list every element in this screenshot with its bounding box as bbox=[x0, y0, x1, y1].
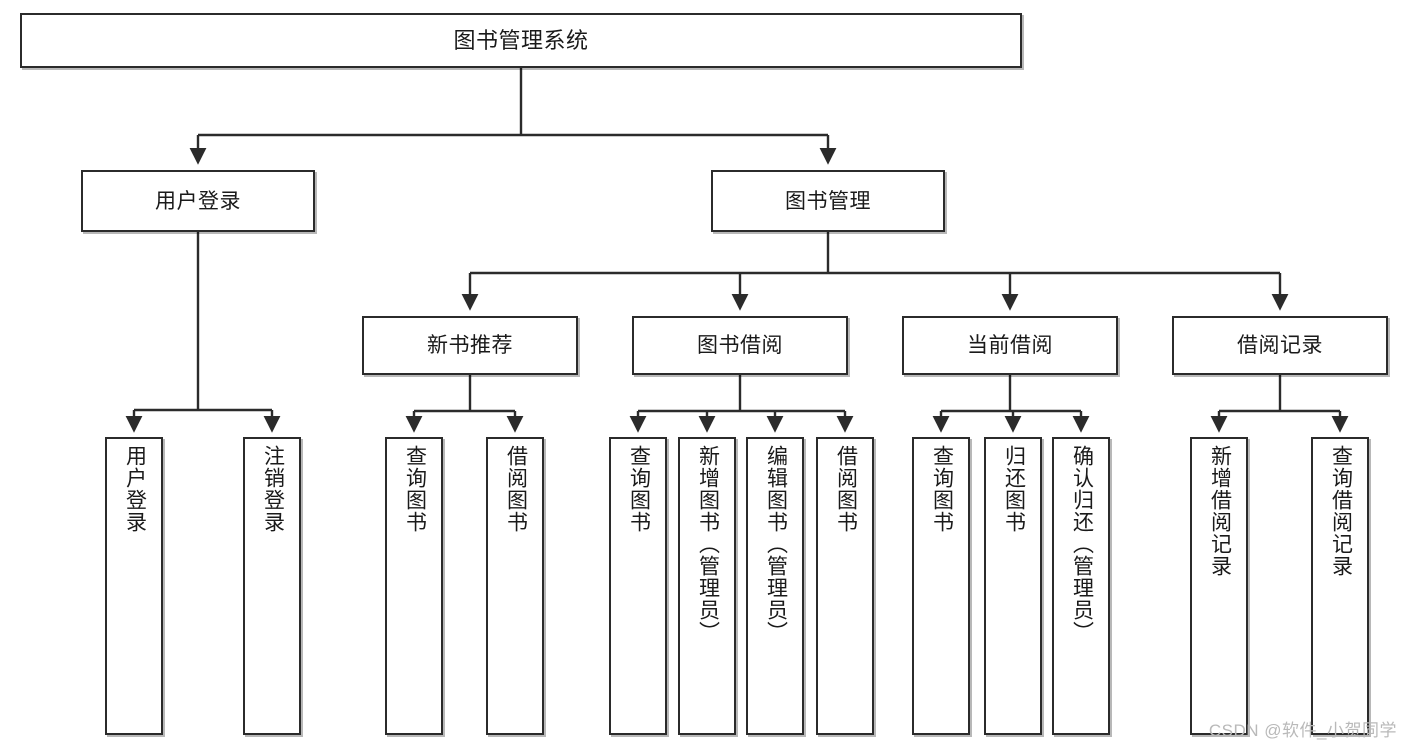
leaf-add-book-admin[interactable]: 新增图书（管理员） bbox=[678, 437, 736, 735]
node-label: 图书管理 bbox=[785, 189, 871, 213]
node-label: 归还图书 bbox=[1002, 445, 1026, 533]
node-label: 借阅图书 bbox=[834, 445, 858, 533]
leaf-query-book-newbook[interactable]: 查询图书 bbox=[385, 437, 443, 735]
node-label: 用户登录 bbox=[155, 189, 241, 213]
watermark-text: CSDN @软件_小贺同学 bbox=[1208, 721, 1397, 740]
node-current-borrow[interactable]: 当前借阅 bbox=[902, 316, 1118, 375]
node-user-login[interactable]: 用户登录 bbox=[81, 170, 315, 232]
leaf-edit-book-admin[interactable]: 编辑图书（管理员） bbox=[746, 437, 804, 735]
leaf-confirm-return-admin[interactable]: 确认归还（管理员） bbox=[1052, 437, 1110, 735]
node-label: 编辑图书（管理员） bbox=[764, 445, 788, 643]
leaf-query-borrow-record[interactable]: 查询借阅记录 bbox=[1311, 437, 1369, 735]
node-label: 查询借阅记录 bbox=[1329, 445, 1353, 577]
node-label: 图书借阅 bbox=[697, 334, 783, 357]
leaf-user-login[interactable]: 用户登录 bbox=[105, 437, 163, 735]
node-root-system[interactable]: 图书管理系统 bbox=[20, 13, 1022, 68]
node-book-borrow[interactable]: 图书借阅 bbox=[632, 316, 848, 375]
node-label: 注销登录 bbox=[261, 445, 285, 533]
leaf-query-book-borrow[interactable]: 查询图书 bbox=[609, 437, 667, 735]
leaf-add-borrow-record[interactable]: 新增借阅记录 bbox=[1190, 437, 1248, 735]
leaf-return-book[interactable]: 归还图书 bbox=[984, 437, 1042, 735]
node-label: 当前借阅 bbox=[967, 334, 1053, 357]
node-label: 借阅记录 bbox=[1237, 334, 1323, 357]
node-label: 查询图书 bbox=[930, 445, 954, 533]
node-label: 确认归还（管理员） bbox=[1070, 445, 1094, 643]
node-label: 用户登录 bbox=[123, 445, 147, 533]
node-label: 新增图书（管理员） bbox=[696, 445, 720, 643]
node-new-book-recommend[interactable]: 新书推荐 bbox=[362, 316, 578, 375]
node-label: 新书推荐 bbox=[427, 334, 513, 357]
node-borrow-record[interactable]: 借阅记录 bbox=[1172, 316, 1388, 375]
node-label: 查询图书 bbox=[627, 445, 651, 533]
node-label: 新增借阅记录 bbox=[1208, 445, 1232, 577]
leaf-query-book-current[interactable]: 查询图书 bbox=[912, 437, 970, 735]
node-label: 借阅图书 bbox=[504, 445, 528, 533]
node-label: 查询图书 bbox=[403, 445, 427, 533]
leaf-borrow-book-borrow[interactable]: 借阅图书 bbox=[816, 437, 874, 735]
node-book-management[interactable]: 图书管理 bbox=[711, 170, 945, 232]
leaf-borrow-book-newbook[interactable]: 借阅图书 bbox=[486, 437, 544, 735]
node-label: 图书管理系统 bbox=[453, 27, 589, 53]
leaf-logout[interactable]: 注销登录 bbox=[243, 437, 301, 735]
